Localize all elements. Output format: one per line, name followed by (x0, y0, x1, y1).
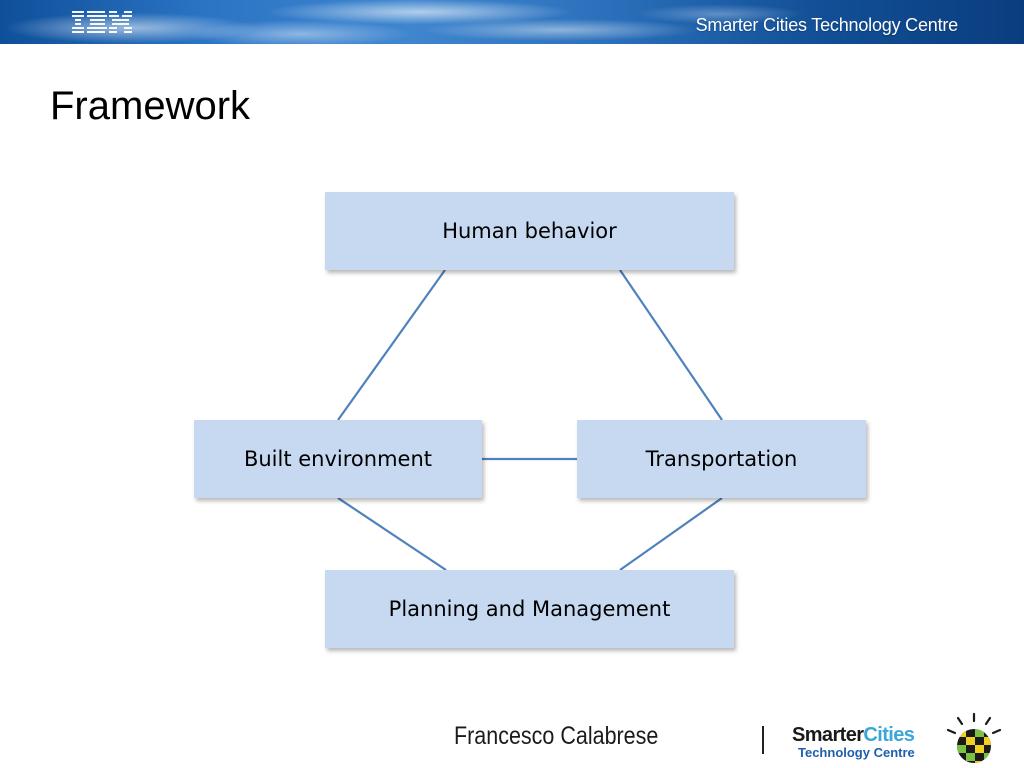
logo-wordmark: SmarterCities (792, 724, 915, 747)
node-label: Human behavior (442, 219, 617, 243)
node-label: Transportation (645, 447, 798, 471)
connector-transport-planning (619, 497, 723, 571)
logo-smarter: Smarter (792, 724, 864, 746)
logo-cities: Cities (863, 724, 915, 746)
connector-built-planning (337, 497, 447, 571)
slide-title: Framework (50, 84, 251, 128)
smarter-planet-icon (946, 712, 1002, 763)
footer-divider (762, 726, 764, 754)
banner-title: Smarter Cities Technology Centre (695, 15, 959, 35)
presenter-name: Francesco Calabrese (454, 722, 659, 750)
node-label: Planning and Management (388, 597, 671, 621)
node-planning-management: Planning and Management (325, 570, 734, 648)
logo-subtitle: Technology Centre (798, 745, 915, 760)
connector-human-transport (619, 269, 723, 421)
connector-human-built (337, 269, 446, 421)
node-label: Built environment (243, 447, 433, 471)
node-human-behavior: Human behavior (325, 192, 734, 270)
header-banner: Smarter Cities Technology Centre (0, 0, 1024, 44)
ibm-logo (72, 11, 132, 33)
node-built-environment: Built environment (194, 420, 482, 498)
smarter-cities-logo: SmarterCities Technology Centre (792, 724, 942, 764)
node-transportation: Transportation (577, 420, 866, 498)
